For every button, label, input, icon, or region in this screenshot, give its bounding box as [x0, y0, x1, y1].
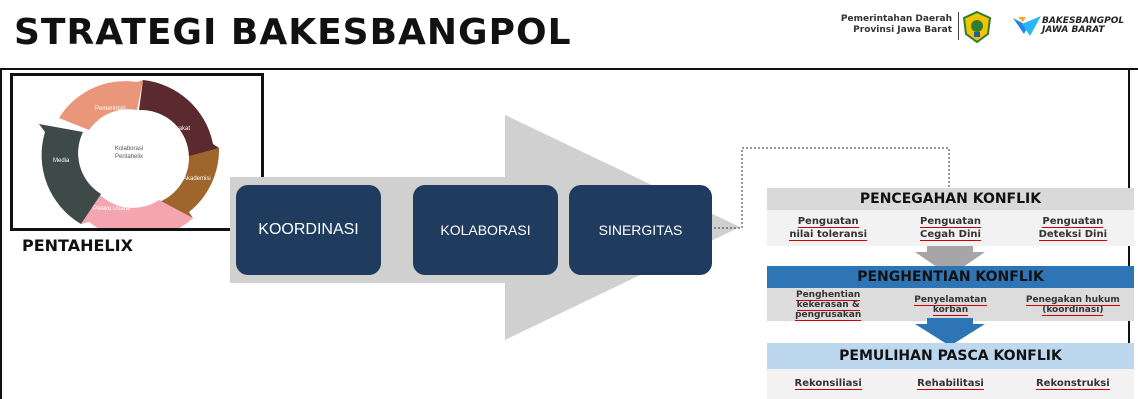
west-java-seal-icon [962, 10, 992, 44]
prevention-item-2-line1: Penguatan [920, 216, 981, 228]
cycle-label-masyarakat: Masyarakat [159, 126, 190, 132]
step-koordinasi: KOORDINASI [236, 185, 381, 275]
recovery-item-2: Rehabilitasi [917, 378, 984, 390]
left-border [0, 70, 2, 399]
cycle-center-line1: Kolaborasi [115, 146, 143, 152]
cycle-label-media: Media [53, 158, 70, 164]
recovery-item: Rekonsiliasi [767, 369, 889, 399]
recovery-item: Rehabilitasi [889, 369, 1011, 399]
wordmark-line2: JAWA BARAT [1042, 25, 1105, 35]
prevention-item-1-line2: nilai toleransi [789, 229, 867, 241]
pentahelix-cycle-diagram: Pemerintah Masyarakat Akademisi Pelaku U… [39, 80, 220, 240]
termination-item-2-line1: Penyelamatan [914, 294, 987, 306]
recovery-item: Rekonstruksi [1012, 369, 1134, 399]
cycle-segment-pelaku-usaha [81, 194, 193, 240]
prevention-title: PENCEGAHAN KONFLIK [767, 188, 1134, 210]
cycle-segment-pemerintah [59, 80, 143, 130]
step-sinergitas: SINERGITAS [569, 185, 712, 275]
recovery-item-1: Rekonsiliasi [794, 378, 862, 390]
recovery-title: PEMULIHAN PASCA KONFLIK [767, 343, 1134, 369]
cycle-label-akademisi: Akademisi [183, 176, 211, 182]
recovery-item-3: Rekonstruksi [1035, 378, 1110, 390]
title-divider [0, 68, 1138, 70]
logo-divider [958, 12, 959, 40]
gov-caption-line1: Pemerintahan Daerah [840, 14, 952, 24]
cycle-label-pelaku-usaha: Pelaku Usaha [93, 206, 131, 212]
cycle-center-line2: Pentahelix [115, 154, 143, 160]
termination-item-1-line2: kekerasan & [796, 299, 860, 311]
termination-item-1-line1: Penghentian [795, 289, 861, 301]
termination-item-2-line2: korban [932, 304, 969, 316]
termination-item-3-line1: Penegakan hukum [1025, 294, 1120, 306]
cycle-segment-akademisi [159, 148, 220, 218]
prevention-item-1-line1: Penguatan [797, 216, 859, 228]
cycle-segment-media [39, 124, 101, 224]
termination-title: PENGHENTIAN KONFLIK [767, 266, 1134, 288]
pentahelix-label: PENTAHELIX [22, 236, 133, 255]
termination-item-1-line3: pengrusakan [795, 309, 862, 321]
prevention-item-3-line2: Deteksi Dini [1038, 229, 1108, 241]
bakesbangpol-wordmark: BAKESBANGPOL JAWA BARAT [1042, 17, 1124, 35]
pentahelix-frame: Pemerintah Masyarakat Akademisi Pelaku U… [10, 73, 264, 240]
prevention-item-2-line2: Cegah Dini [920, 229, 981, 241]
down-arrow-blue-icon [915, 318, 985, 346]
cycle-label-pemerintah: Pemerintah [95, 106, 126, 112]
gov-caption: Pemerintahan Daerah Provinsi Jawa Barat [798, 14, 952, 36]
gov-caption-line2: Provinsi Jawa Barat [853, 25, 952, 35]
recovery-items: Rekonsiliasi Rehabilitasi Rekonstruksi [767, 369, 1134, 399]
termination-item-3-line2: (koordinasi) [1042, 304, 1104, 316]
step-kolaborasi: KOLABORASI [413, 185, 558, 275]
down-arrow-gray-icon [915, 246, 985, 276]
bakesbangpol-logo-icon [1013, 16, 1041, 36]
prevention-item-3-line1: Penguatan [1042, 216, 1104, 228]
termination-item: Penegakan hukum(koordinasi) [1012, 288, 1134, 321]
slide-title: STRATEGI BAKESBANGPOL [14, 12, 572, 53]
cycle-segment-masyarakat [139, 80, 219, 158]
wordmark-line1: BAKESBANGPOL [1042, 16, 1125, 26]
